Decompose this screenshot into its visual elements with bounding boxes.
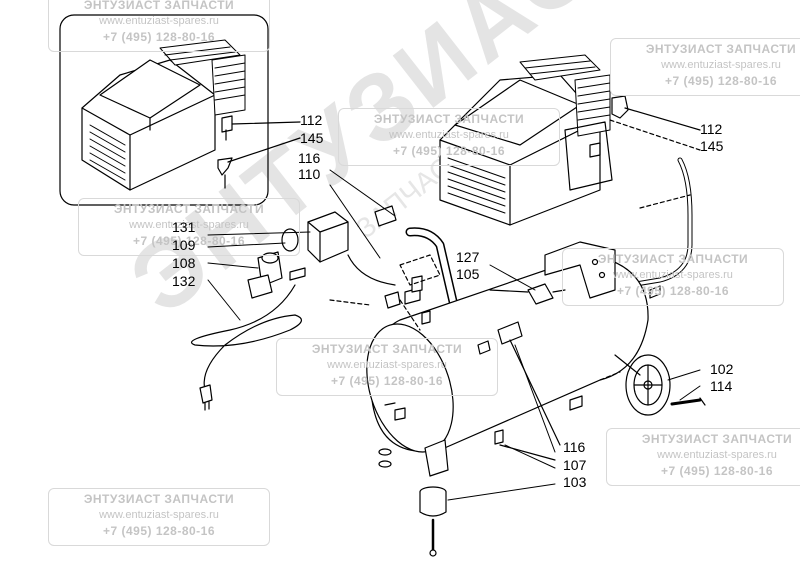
drain-valve: [494, 429, 504, 445]
plug: [199, 384, 213, 404]
switch-cable: [347, 254, 396, 286]
watermark-box: ЭНТУЗИАСТ ЗАПЧАСТИ www.entuziast-spares.…: [276, 338, 498, 396]
wheel-bolt: [670, 398, 702, 406]
power-cord: [190, 284, 302, 391]
part-label-132: 132: [172, 273, 196, 289]
part-label-107: 107: [563, 457, 587, 473]
part-label-116: 116: [563, 439, 586, 455]
watermark-box: ЭНТУЗИАСТ ЗАПЧАСТИ www.entuziast-spares.…: [338, 108, 560, 166]
air-tank: [366, 254, 649, 453]
part-label-112: 112: [300, 112, 323, 128]
leader-lines: [207, 169, 701, 501]
part-label-112: 112: [700, 121, 723, 137]
washer-2: [378, 460, 392, 468]
watermark-box: ЭНТУЗИАСТ ЗАПЧАСТИ www.entuziast-spares.…: [610, 38, 800, 96]
nipple-fitting: [289, 267, 306, 281]
wheel: [625, 354, 671, 416]
part-label-131: 131: [172, 219, 196, 235]
rubber-foot: [419, 486, 447, 557]
leader-105: [489, 289, 529, 293]
watermark-box: ЭНТУЗИАСТ ЗАПЧАСТИ www.entuziast-spares.…: [562, 248, 784, 306]
watermark-box: ЭНТУЗИАСТ ЗАПЧАСТИ www.entuziast-spares.…: [48, 0, 270, 52]
part-label-103: 103: [563, 474, 587, 490]
part-label-110: 110: [298, 166, 321, 182]
inset-frame: [59, 14, 269, 206]
pressure-gauge: [281, 228, 299, 252]
part-label-109: 109: [172, 237, 196, 253]
leader-112-main: [624, 107, 701, 131]
safety-valve: [497, 321, 523, 345]
part-label-145: 145: [700, 138, 724, 154]
tank-foot: [424, 439, 449, 477]
part-label-145: 145: [300, 130, 324, 146]
check-valve: [527, 283, 554, 305]
motor-cover: [439, 54, 613, 226]
part-label-116: 116: [298, 150, 321, 166]
wheel-axle-bracket: [614, 354, 641, 376]
part-label-108: 108: [172, 255, 196, 271]
pressure-regulator: [247, 251, 283, 299]
inset-motor-cover: [81, 39, 246, 191]
watermark-box: ЭНТУЗИАСТ ЗАПЧАСТИ www.entuziast-spares.…: [48, 488, 270, 546]
watermark-box: ЭНТУЗИАСТ ЗАПЧАСТИ www.entuziast-spares.…: [78, 198, 300, 256]
part-label-105: 105: [456, 266, 480, 282]
pressure-switch: [307, 211, 349, 263]
elbow-fitting: [611, 95, 629, 119]
motor-cooling-fins: [519, 54, 611, 137]
part-label-102: 102: [710, 361, 734, 377]
coupling-fitting: [374, 205, 397, 227]
washer-1: [378, 448, 392, 456]
part-label-114: 114: [710, 378, 733, 394]
watermark-box: ЭНТУЗИАСТ ЗАПЧАСТИ www.entuziast-spares.…: [606, 428, 800, 486]
part-label-127: 127: [456, 249, 480, 265]
